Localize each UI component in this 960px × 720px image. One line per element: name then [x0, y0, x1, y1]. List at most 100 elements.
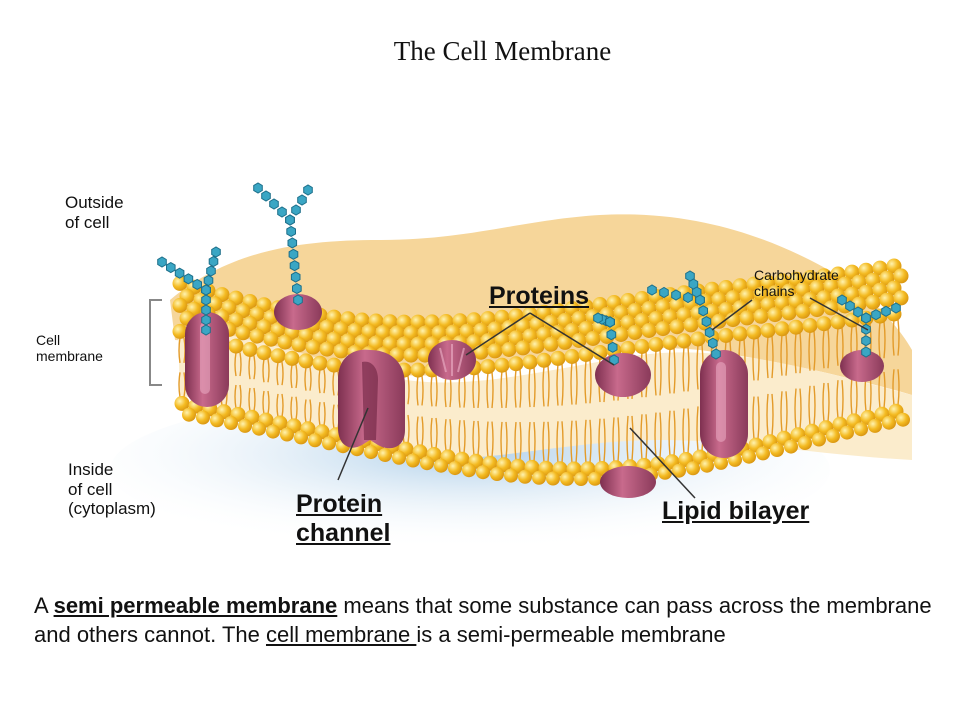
protein-top-glyco: [274, 294, 322, 330]
carbohydrate-chain: [253, 182, 313, 306]
protein-far-right: [840, 350, 884, 382]
lipid-tail: [444, 419, 452, 451]
protein-small-peripheral: [428, 340, 476, 380]
lipid-tail: [276, 361, 284, 386]
lipid-head: [434, 458, 448, 473]
protein-right-integral: [700, 350, 748, 458]
lipid-head: [382, 336, 398, 352]
protein-bottom-peripheral: [600, 466, 656, 498]
lipid-head: [504, 468, 518, 483]
lipid-head: [658, 465, 672, 480]
lipid-head: [462, 463, 476, 478]
lipid-head: [732, 326, 748, 342]
protein-left-integral: [185, 312, 229, 407]
lipid-tail: [500, 421, 508, 459]
lipid-tail: [514, 422, 522, 461]
lipid-head: [326, 357, 342, 373]
lipid-tail: [570, 420, 578, 464]
lipid-head: [235, 325, 251, 341]
lipid-head: [308, 433, 322, 448]
lipid-head: [893, 268, 909, 284]
lipid-tail: [766, 336, 774, 379]
lipid-head: [396, 314, 412, 330]
lipid-tail: [780, 391, 788, 433]
lipid-head: [224, 416, 238, 430]
lipid-tail: [892, 369, 900, 406]
carbohydrate-chain: [837, 294, 901, 358]
lipid-head: [494, 357, 510, 373]
lipid-tail: [472, 373, 480, 408]
lipid-tail: [290, 364, 298, 389]
lipid-head: [228, 338, 244, 354]
lipid-head: [546, 471, 560, 486]
lipid-head: [515, 340, 531, 356]
lipid-head: [851, 296, 867, 312]
lipid-head: [714, 455, 728, 470]
lipid-head: [522, 354, 538, 370]
lipid-head: [396, 336, 412, 352]
lipid-tail: [626, 415, 634, 461]
lipid-head: [294, 430, 308, 445]
lipid-head: [550, 350, 566, 366]
label-proteins: Proteins: [489, 282, 590, 310]
lipid-head: [487, 343, 503, 359]
lipid-tail: [752, 396, 760, 440]
lipid-tail: [486, 421, 494, 458]
lipid-head: [378, 448, 392, 462]
pointer-proteins-right: [529, 312, 615, 366]
lipid-head: [564, 349, 580, 364]
lipid-head: [420, 456, 434, 471]
lipid-head: [788, 319, 804, 335]
lipid-head: [424, 314, 440, 330]
lipid-tail: [584, 419, 592, 463]
lipid-head: [333, 343, 349, 359]
lipid-head: [532, 470, 546, 485]
carbohydrate-chain: [593, 312, 619, 366]
page-title: The Cell Membrane: [393, 36, 612, 66]
lipid-head: [312, 355, 328, 371]
lipid-head: [588, 471, 602, 486]
membrane-bracket: [149, 299, 162, 386]
lipid-tail: [248, 355, 256, 380]
lipid-head: [676, 333, 692, 349]
lipid-head: [410, 314, 426, 330]
lipid-head: [392, 450, 406, 465]
lipid-tail: [780, 334, 788, 376]
lipid-head: [490, 467, 504, 481]
lipid-head: [518, 469, 532, 484]
lipid-head: [672, 463, 686, 478]
lipid-head: [795, 303, 811, 319]
lipid-tail: [248, 387, 256, 412]
lipid-head: [686, 461, 700, 476]
lipid-head: [298, 353, 314, 369]
lipid-head: [879, 292, 895, 308]
lipid-head: [364, 445, 378, 460]
protein-channel: [338, 349, 405, 449]
lipid-tail: [472, 420, 480, 456]
lipid-tail: [262, 359, 270, 383]
pointer-channel: [337, 407, 369, 481]
lipid-head: [284, 350, 300, 366]
lipid-head: [868, 418, 882, 433]
lipid-head: [574, 472, 588, 486]
lipid-tail: [668, 348, 676, 394]
lipid-head: [403, 347, 419, 363]
lipid-tail: [766, 393, 774, 436]
lipid-head: [865, 294, 881, 310]
lipid-head: [560, 471, 574, 486]
lipid-head: [826, 429, 840, 443]
lipid-tail: [458, 420, 466, 454]
lipid-tail: [234, 352, 242, 377]
caption-text: A semi permeable membrane means that som…: [34, 593, 932, 647]
lipid-head: [578, 347, 594, 362]
lipid-tail: [822, 382, 830, 422]
lipid-head: [770, 443, 784, 457]
lipid-tail: [486, 372, 494, 409]
lipid-head: [417, 325, 433, 341]
lipid-head: [389, 325, 405, 341]
lipid-head: [280, 427, 294, 442]
lipid-head: [893, 290, 909, 306]
lipid-tail: [556, 421, 564, 463]
lipid-head: [812, 432, 826, 447]
lipid-tail: [752, 337, 760, 381]
